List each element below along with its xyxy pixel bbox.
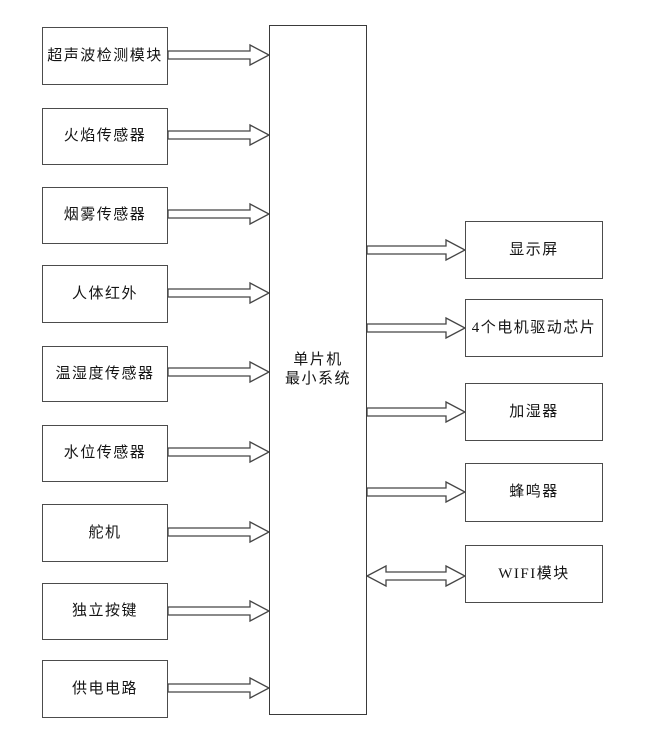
node-label: WIFI模块 — [498, 565, 570, 582]
node-label: 水位传感器 — [63, 445, 147, 462]
arrow-flame-sensor-to-mcu — [167, 123, 271, 147]
node-wifi-module: WIFI模块 — [465, 545, 603, 603]
node-label: 火焰传感器 — [63, 128, 147, 145]
mcu-label-line1: 单片机 — [293, 352, 343, 369]
node-flame-sensor: 火焰传感器 — [42, 108, 168, 165]
node-power-supply-circuit: 供电电路 — [42, 660, 168, 718]
node-label: 独立按键 — [71, 603, 138, 620]
arrow-ultrasonic-to-mcu — [167, 43, 271, 67]
node-servo: 舵机 — [42, 504, 168, 562]
node-label: 人体红外 — [71, 285, 138, 302]
node-water-level-sensor: 水位传感器 — [42, 425, 168, 482]
node-label: 烟雾传感器 — [63, 207, 147, 224]
node-label: 加湿器 — [509, 403, 559, 420]
arrow-power-supply-to-mcu — [167, 676, 271, 700]
arrow-mcu-to-buzzer — [366, 480, 467, 504]
arrow-mcu-to-display — [366, 238, 467, 262]
arrow-mcu-to-motor-drivers — [366, 316, 467, 340]
arrow-mcu-to-humidifier — [366, 400, 467, 424]
node-label: 舵机 — [88, 524, 122, 541]
node-label: 蜂鸣器 — [509, 484, 559, 501]
node-display: 显示屏 — [465, 221, 603, 279]
mcu-label-line2: 最小系统 — [284, 371, 351, 387]
node-label: 温湿度传感器 — [55, 365, 155, 382]
arrow-temp-humidity-to-mcu — [167, 360, 271, 384]
node-label: 供电电路 — [71, 680, 138, 697]
node-label: 4个电机驱动芯片 — [471, 319, 597, 336]
arrow-smoke-sensor-to-mcu — [167, 202, 271, 226]
node-temp-humidity-sensor: 温湿度传感器 — [42, 346, 168, 402]
arrow-water-level-to-mcu — [167, 440, 271, 464]
arrow-human-infrared-to-mcu — [167, 281, 271, 305]
node-label: 显示屏 — [509, 241, 559, 258]
node-buzzer: 蜂鸣器 — [465, 463, 603, 522]
node-ultrasonic-module: 超声波检测模块 — [42, 27, 168, 85]
node-label: 超声波检测模块 — [47, 47, 163, 64]
arrow-mcu-wifi-bidirectional — [365, 564, 467, 588]
node-independent-keys: 独立按键 — [42, 583, 168, 640]
node-motor-driver-chips: 4个电机驱动芯片 — [465, 299, 603, 357]
node-human-infrared: 人体红外 — [42, 265, 168, 323]
arrow-independent-keys-to-mcu — [167, 599, 271, 623]
node-smoke-sensor: 烟雾传感器 — [42, 187, 168, 244]
node-humidifier: 加湿器 — [465, 383, 603, 441]
arrow-servo-to-mcu — [167, 520, 271, 544]
node-mcu-minimum-system: 单片机 最小系统 — [269, 25, 367, 715]
